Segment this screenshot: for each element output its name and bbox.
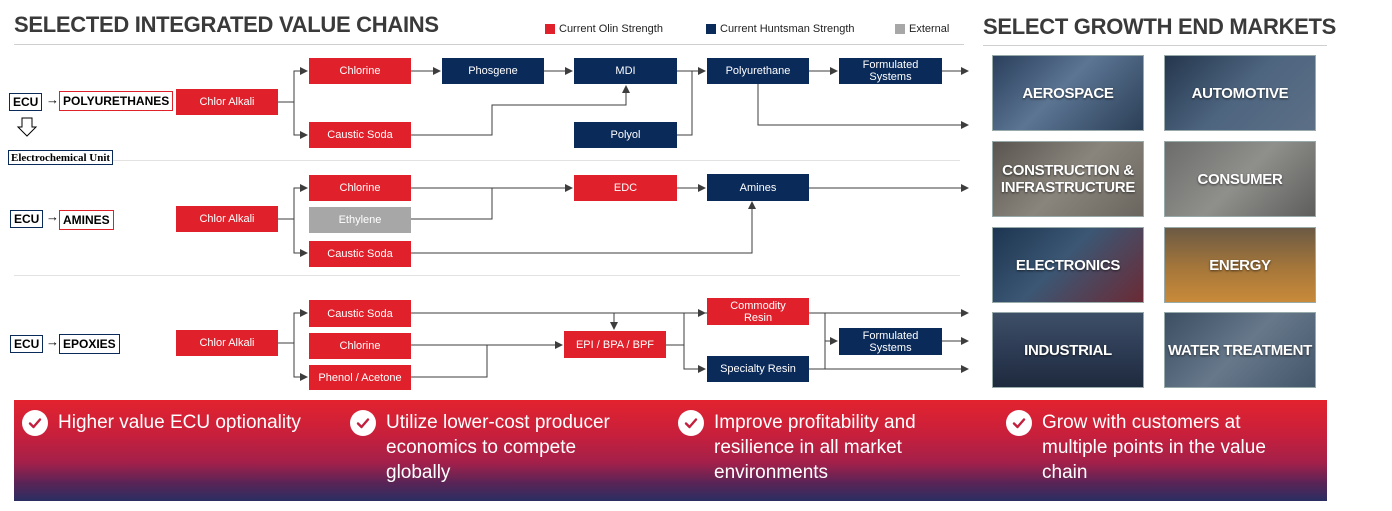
pu-mdi: MDI bbox=[574, 58, 677, 84]
section-divider-2 bbox=[14, 275, 960, 276]
benefit-2: Utilize lower-cost producer economics to… bbox=[350, 410, 650, 485]
legend-olin: Current Olin Strength bbox=[545, 23, 663, 35]
market-tile-construction: CONSTRUCTION & INFRASTRUCTURE bbox=[992, 141, 1144, 217]
legend-huntsman-label: Current Huntsman Strength bbox=[720, 23, 855, 35]
title-divider bbox=[14, 44, 964, 45]
amines-ecu-arrow-icon: → bbox=[46, 209, 59, 224]
amines-edc: EDC bbox=[574, 175, 677, 201]
amines-product-label: AMINES bbox=[59, 210, 114, 230]
pu-chlorine: Chlorine bbox=[309, 58, 411, 84]
market-tile-automotive: AUTOMOTIVE bbox=[1164, 55, 1316, 131]
market-label-energy: ENERGY bbox=[1209, 256, 1271, 274]
amines-ethylene: Ethylene bbox=[309, 207, 411, 233]
epoxies-ecu-arrow-icon: → bbox=[46, 334, 59, 349]
benefit-3-text: Improve profitability and resilience in … bbox=[714, 412, 916, 483]
epoxies-commodity-resin: Commodity Resin bbox=[707, 298, 809, 325]
pu-polyurethane: Polyurethane bbox=[707, 58, 809, 84]
epoxies-chlor-alkali: Chlor Alkali bbox=[176, 330, 278, 356]
pu-chlor-alkali: Chlor Alkali bbox=[176, 89, 278, 115]
market-label-aerospace: AEROSPACE bbox=[1022, 84, 1114, 102]
value-chains-title: SELECTED INTEGRATED VALUE CHAINS bbox=[14, 12, 439, 37]
amines-chlorine: Chlorine bbox=[309, 175, 411, 201]
checkmark-icon bbox=[1006, 410, 1032, 436]
checkmark-icon bbox=[678, 410, 704, 436]
pu-caustic-soda: Caustic Soda bbox=[309, 122, 411, 148]
pu-polyol: Polyol bbox=[574, 122, 677, 148]
market-tile-industrial: INDUSTRIAL bbox=[992, 312, 1144, 388]
epoxies-formulated-systems: Formulated Systems bbox=[839, 328, 942, 355]
benefit-1-text: Higher value ECU optionality bbox=[58, 412, 301, 433]
legend-olin-label: Current Olin Strength bbox=[559, 23, 663, 35]
market-label-industrial: INDUSTRIAL bbox=[1024, 341, 1112, 359]
benefit-2-text: Utilize lower-cost producer economics to… bbox=[386, 412, 610, 483]
market-label-consumer: CONSUMER bbox=[1197, 170, 1283, 188]
epoxies-caustic-soda: Caustic Soda bbox=[309, 300, 411, 327]
market-tile-consumer: CONSUMER bbox=[1164, 141, 1316, 217]
ecu-down-arrow-icon bbox=[16, 117, 38, 137]
epoxies-chlorine: Chlorine bbox=[309, 333, 411, 359]
pu-ecu-arrow-icon: → bbox=[46, 92, 59, 107]
amines-caustic-soda: Caustic Soda bbox=[309, 241, 411, 267]
checkmark-icon bbox=[350, 410, 376, 436]
benefit-4-text: Grow with customers at multiple points i… bbox=[1042, 412, 1266, 483]
benefits-banner: Higher value ECU optionality Utilize low… bbox=[14, 400, 1327, 501]
benefit-4: Grow with customers at multiple points i… bbox=[1006, 410, 1306, 485]
epoxies-product-label: EPOXIES bbox=[59, 334, 120, 354]
epoxies-ecu-label: ECU bbox=[10, 335, 44, 353]
benefit-1: Higher value ECU optionality bbox=[22, 410, 332, 436]
market-tile-water-treatment: WATER TREATMENT bbox=[1164, 312, 1316, 388]
benefit-3: Improve profitability and resilience in … bbox=[678, 410, 978, 485]
epoxies-specialty-resin: Specialty Resin bbox=[707, 356, 809, 382]
growth-markets-title: SELECT GROWTH END MARKETS bbox=[983, 14, 1337, 39]
olin-swatch bbox=[545, 24, 555, 34]
market-label-water-treatment: WATER TREATMENT bbox=[1167, 341, 1313, 359]
electrochemical-unit-label: Electrochemical Unit bbox=[8, 150, 114, 165]
markets-title-divider bbox=[983, 45, 1327, 46]
market-tile-electronics: ELECTRONICS bbox=[992, 227, 1144, 303]
market-label-automotive: AUTOMOTIVE bbox=[1191, 84, 1289, 102]
epoxies-phenol-acetone: Phenol / Acetone bbox=[309, 365, 411, 390]
checkmark-icon bbox=[22, 410, 48, 436]
epoxies-epi-bpa-bpf: EPI / BPA / BPF bbox=[564, 331, 666, 358]
amines-ecu-label: ECU bbox=[10, 210, 44, 228]
external-swatch bbox=[895, 24, 905, 34]
section-divider-1 bbox=[14, 160, 960, 161]
legend-external-label: External bbox=[909, 23, 950, 35]
pu-formulated-systems: Formulated Systems bbox=[839, 58, 942, 84]
amines-amines: Amines bbox=[707, 174, 809, 201]
market-label-electronics: ELECTRONICS bbox=[1015, 256, 1121, 274]
huntsman-swatch bbox=[706, 24, 716, 34]
market-label-construction: CONSTRUCTION & INFRASTRUCTURE bbox=[1000, 162, 1136, 196]
pu-ecu-label: ECU bbox=[9, 93, 43, 111]
pu-product-label: POLYURETHANES bbox=[59, 91, 174, 111]
market-tile-aerospace: AEROSPACE bbox=[992, 55, 1144, 131]
legend-external: External bbox=[895, 23, 949, 35]
amines-chlor-alkali: Chlor Alkali bbox=[176, 206, 278, 232]
flow-connectors bbox=[16, 67, 969, 381]
market-tile-energy: ENERGY bbox=[1164, 227, 1316, 303]
pu-phosgene: Phosgene bbox=[442, 58, 544, 84]
legend-huntsman: Current Huntsman Strength bbox=[706, 23, 855, 35]
